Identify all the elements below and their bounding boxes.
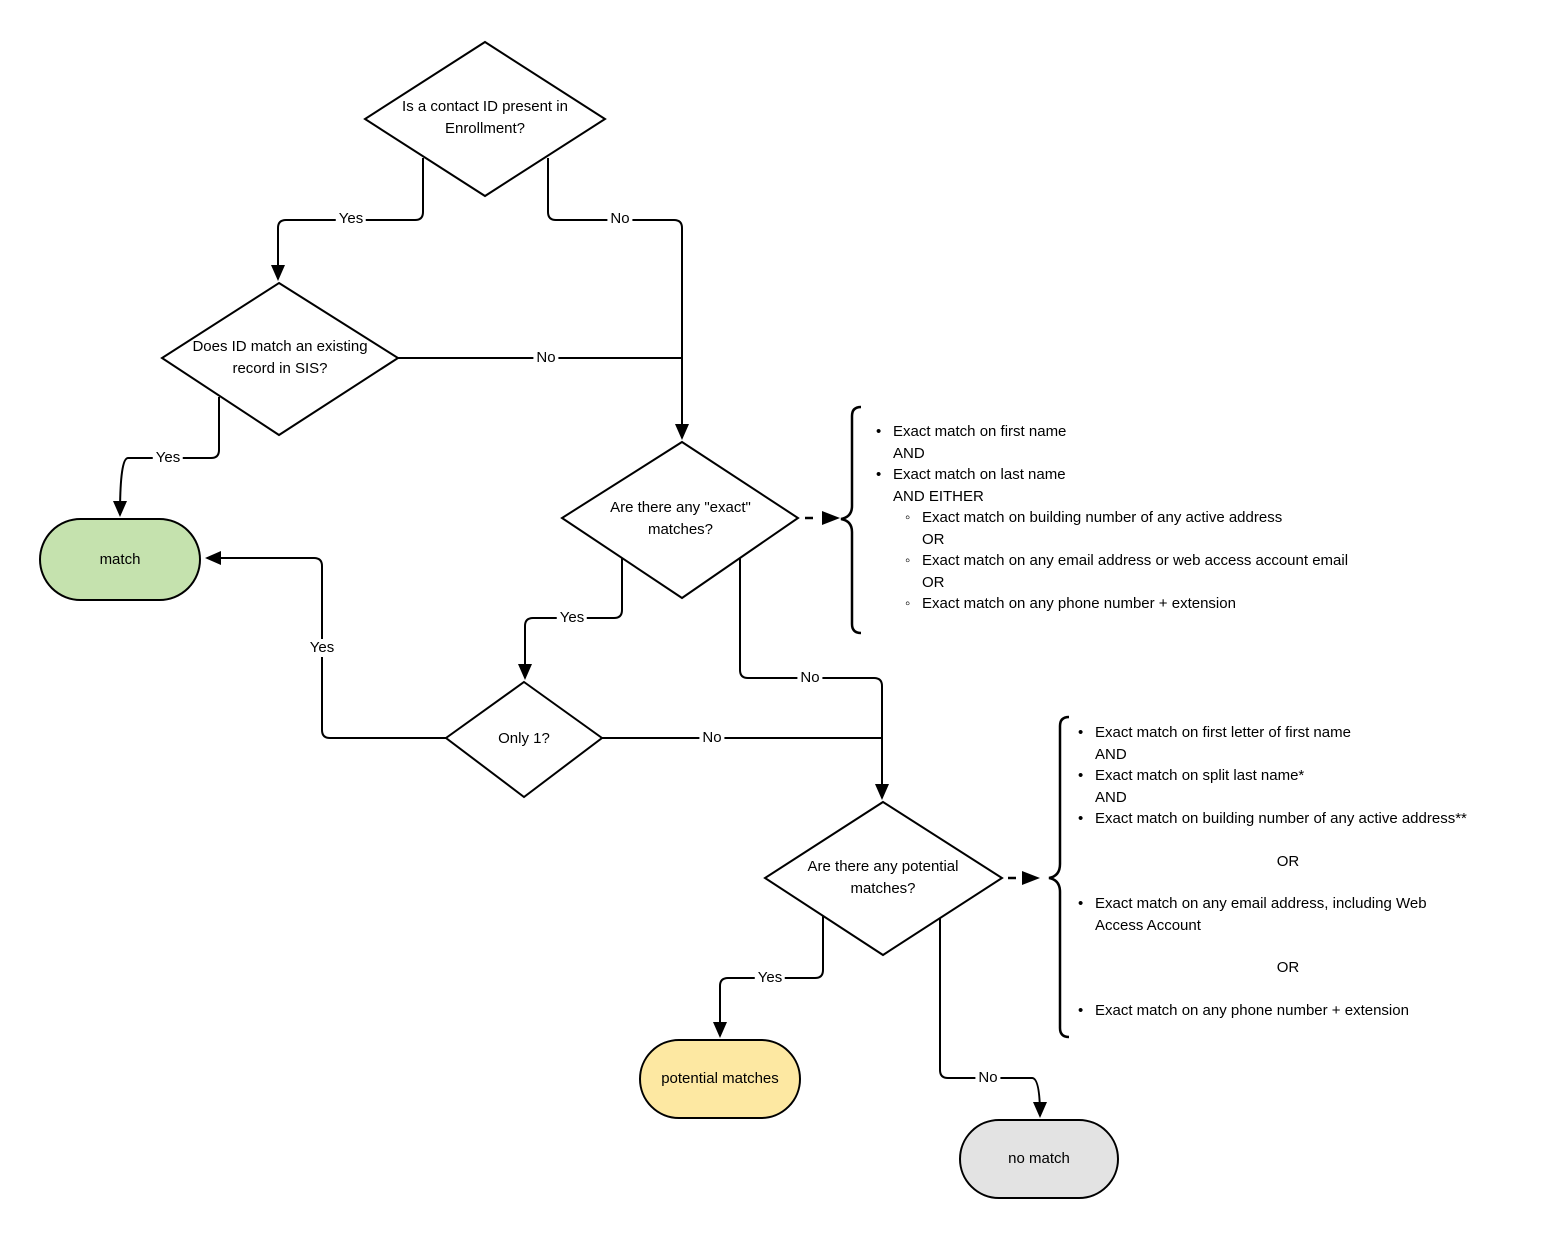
criteria-line: AND (1078, 744, 1498, 766)
criteria-line: • Exact match on any phone number + exten… (1078, 1000, 1498, 1022)
criteria-text: Exact match on any phone number + extens… (1095, 1001, 1409, 1019)
bullet-icon: • (876, 466, 882, 483)
criteria-line: • Exact match on first letter of first na… (1078, 722, 1498, 744)
criteria-line: • Exact match on any email address, inclu… (1078, 893, 1498, 936)
criteria-text: OR (1276, 852, 1300, 870)
criteria-line: AND (876, 443, 1436, 465)
criteria-text: AND (1095, 788, 1127, 806)
criteria-text: Exact match on building number of any ac… (1095, 810, 1467, 827)
decision-only-one-diamond (444, 680, 604, 799)
criteria-text: OR (922, 573, 945, 591)
edge-label-sis-no: No (533, 349, 559, 367)
terminal-match-shape (39, 518, 201, 601)
criteria-line: OR (876, 529, 1436, 551)
bullet-icon: • (1078, 724, 1084, 741)
edge-label-only1-yes: Yes (306, 639, 338, 657)
edge-label-enrollment-no: No (607, 210, 633, 228)
decision-enrollment-id-label: Is a contact ID present in Enrollment? (402, 98, 568, 137)
connector-enrollment-no (547, 158, 689, 440)
decision-exact-matches-diamond (560, 440, 800, 600)
connector-potential-no (939, 918, 1047, 1118)
decision-only-one-label: Only 1? (498, 730, 550, 747)
potential-criteria-annotation: • Exact match on first letter of first na… (1078, 722, 1498, 1021)
criteria-text: AND (1095, 745, 1127, 763)
criteria-line: • Exact match on first name (876, 421, 1436, 443)
edge-label-sis-yes: Yes (152, 449, 184, 467)
edge-label-potential-no: No (975, 1069, 1001, 1087)
terminal-match-label: match (99, 551, 141, 568)
criteria-text: AND (893, 444, 925, 462)
bullet-icon: ◦ (905, 552, 911, 569)
criteria-line: OR (876, 572, 1436, 594)
connector-sis-yes (113, 397, 220, 517)
bullet-icon: • (1078, 767, 1084, 784)
brace-exact-criteria-icon (840, 405, 862, 635)
bullet-icon: • (1078, 1001, 1084, 1019)
bullet-icon: • (1078, 895, 1084, 912)
bullet-icon: • (1078, 810, 1084, 827)
bullet-icon: • (876, 423, 882, 440)
criteria-text: Exact match on first name (893, 423, 1067, 440)
terminal-potential-matches-shape (639, 1039, 801, 1119)
criteria-line: ◦ Exact match on any email address or web… (876, 550, 1436, 572)
criteria-line: ◦ Exact match on any phone number + exten… (876, 593, 1436, 615)
edge-label-enrollment-yes: Yes (335, 210, 367, 228)
terminal-potential-matches-label: potential matches (661, 1070, 779, 1087)
decision-exact-matches-label: Are there any "exact" matches? (610, 499, 751, 538)
criteria-text: Exact match on building number of any ac… (922, 509, 1283, 526)
edge-label-potential-yes: Yes (754, 969, 786, 987)
terminal-no-match-label: no match (1008, 1150, 1070, 1167)
decision-potential-matches-label: Are there any potential matches? (807, 858, 959, 897)
criteria-line: AND EITHER (876, 486, 1436, 508)
criteria-line: OR (1078, 957, 1498, 979)
criteria-text: Exact match on last name (893, 466, 1066, 483)
edge-label-exact-yes: Yes (556, 609, 588, 627)
bullet-icon: ◦ (905, 509, 911, 526)
decision-enrollment-id-diamond (363, 40, 607, 198)
criteria-line: AND (1078, 787, 1498, 809)
criteria-text: Exact match on any email address, includ… (1095, 895, 1427, 934)
criteria-line: • Exact match on building number of any a… (1078, 808, 1498, 830)
decision-potential-matches-diamond (763, 800, 1004, 957)
brace-potential-criteria-icon (1048, 715, 1070, 1039)
criteria-text: Exact match on any phone number + extens… (922, 595, 1236, 612)
criteria-line: • Exact match on last name (876, 464, 1436, 486)
criteria-text: Exact match on split last name* (1095, 767, 1305, 784)
criteria-text: OR (1276, 959, 1300, 976)
terminal-no-match-shape (959, 1119, 1119, 1199)
criteria-line: • Exact match on split last name* (1078, 765, 1498, 787)
dashed-arrowhead-potential (1022, 871, 1040, 885)
edge-label-only1-no: No (699, 729, 725, 747)
bullet-icon: ◦ (905, 595, 911, 612)
criteria-text: AND EITHER (893, 487, 984, 505)
decision-id-match-sis-label: Does ID match an existing record in SIS? (192, 338, 368, 377)
criteria-text: Exact match on first letter of first nam… (1095, 724, 1351, 741)
edge-label-exact-no: No (797, 669, 823, 687)
criteria-text: OR (922, 530, 945, 548)
dashed-arrowhead-exact (822, 511, 840, 525)
criteria-text: Exact match on any email address or web … (922, 552, 1349, 569)
criteria-line: ◦ Exact match on building number of any a… (876, 507, 1436, 529)
decision-id-match-sis-diamond (160, 281, 400, 437)
criteria-line: OR (1078, 851, 1498, 873)
exact-criteria-annotation: • Exact match on first name AND • Exact ma… (876, 421, 1436, 615)
